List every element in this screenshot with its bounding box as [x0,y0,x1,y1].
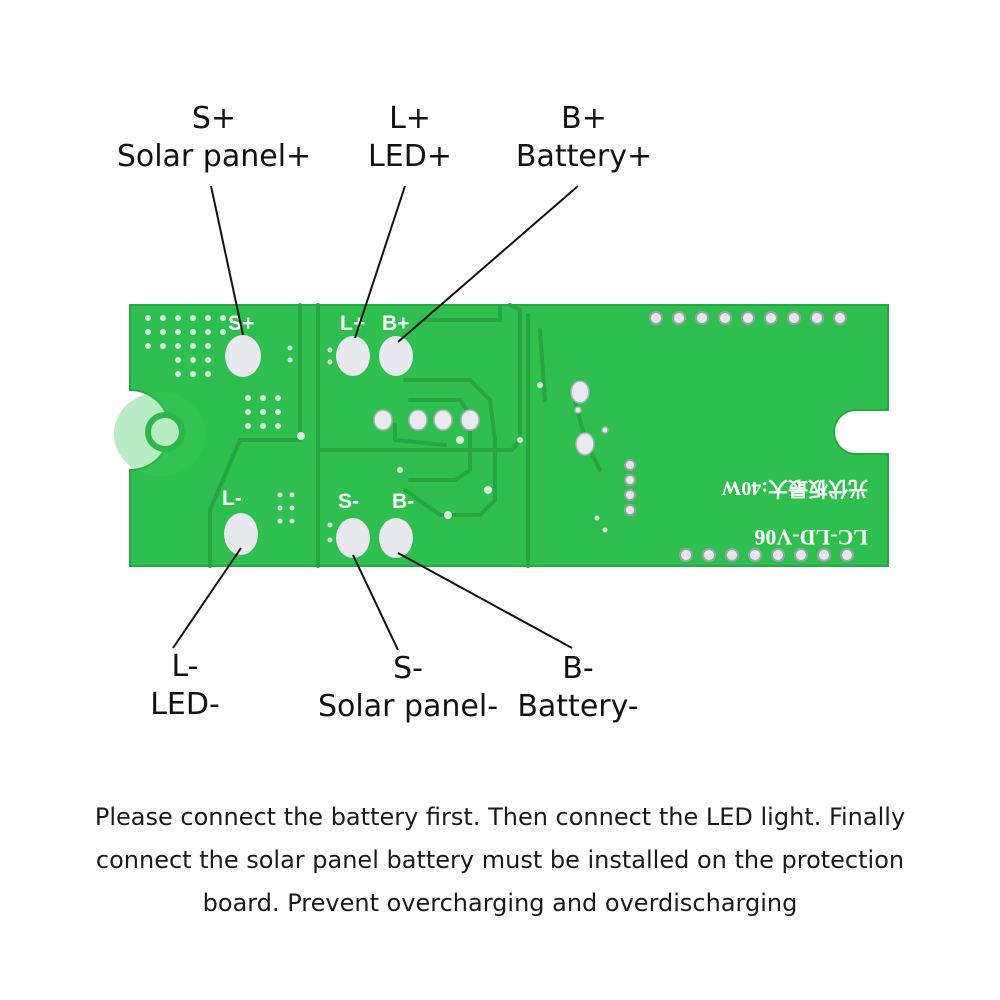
silk-l-minus: L- [222,487,242,510]
callout-b-plus: B+ Battery+ [505,100,663,176]
pad-s-plus [225,335,261,377]
silk-b-minus: B- [392,490,414,513]
board-notch-highlight [114,392,206,476]
callout-b-plus-code: B+ [561,101,607,136]
callout-s-plus-name: Solar panel+ [116,139,312,174]
silk-s-minus: S- [338,490,359,513]
pad-l-minus [224,513,258,555]
pad-b-minus [379,518,413,558]
callout-s-plus: S+ Solar panel+ [110,100,318,176]
pad-s-minus [336,518,370,558]
callout-b-minus-code: B- [562,651,594,686]
leader-l-plus [354,185,406,339]
pin-header-bottom [679,548,854,562]
callout-b-minus: B- Battery- [505,650,651,726]
callout-s-minus-name: Solar panel- [317,689,499,724]
leader-l-minus [172,547,242,649]
component-pads [373,380,609,456]
leader-b-minus [397,552,573,649]
callout-s-minus-code: S- [393,651,423,686]
callout-b-plus-name: Battery+ [515,139,653,174]
callout-b-minus-name: Battery- [517,689,639,724]
instruction-note: Please connect the battery first. Then c… [94,803,906,917]
pad-b-plus [379,336,413,376]
via-dots [145,315,608,543]
silk-b-plus: B+ [382,312,409,335]
mounting-hole [145,412,185,452]
callout-l-minus-name: LED- [150,687,220,722]
callout-s-plus-code: S+ [191,101,237,136]
silk-l-plus: L+ [340,312,365,335]
callout-l-plus-code: L+ [389,101,431,136]
callout-l-minus-code: L- [171,649,199,684]
silk-model-number: LC-LD-V06 [754,525,868,550]
silk-power-rating: 光伏板最大:40W [721,477,869,501]
leader-b-plus [397,185,579,343]
pin-header-side [624,459,636,516]
pcb-diagram: S+ L+ B+ L- S- B- 光伏板最大:40W LC-LD-V06 [114,185,889,651]
callout-l-plus: L+ LED+ [350,100,470,176]
pin-header-top [649,311,847,325]
callout-l-plus-name: LED+ [368,139,452,174]
leader-s-plus [210,185,244,336]
leader-lines [172,185,579,651]
callout-l-minus: L- LED- [135,648,235,724]
leader-s-minus [352,554,399,651]
pad-l-plus [336,336,370,376]
callout-s-minus: S- Solar panel- [310,650,506,726]
